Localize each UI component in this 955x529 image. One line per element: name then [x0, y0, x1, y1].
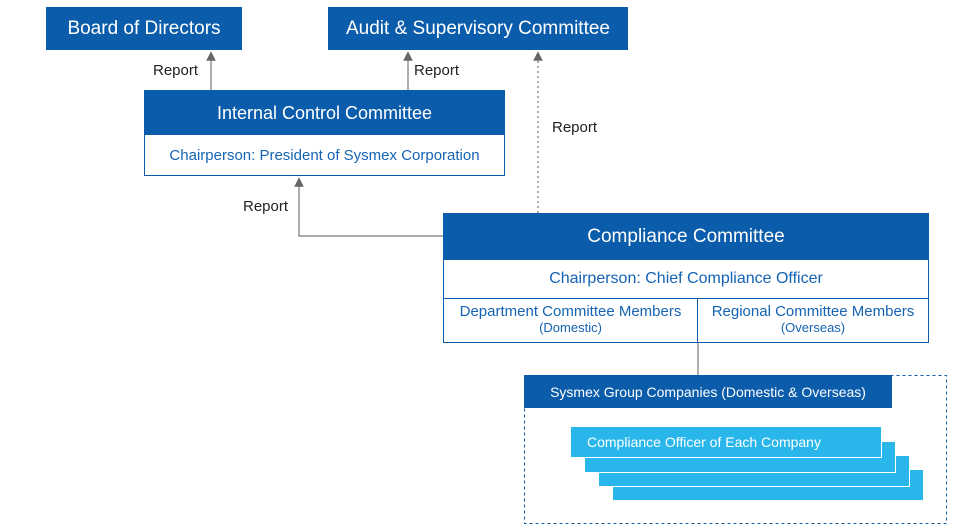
report-label-internal: Report: [243, 198, 289, 215]
compliance-committee-title: Compliance Committee: [587, 226, 785, 247]
board-of-directors-box: Board of Directors: [46, 7, 242, 50]
compliance-committee-box: Compliance Committee Chairperson: Chief …: [443, 213, 929, 343]
group-companies-box: Sysmex Group Companies (Domestic & Overs…: [524, 375, 892, 408]
regional-members-sub: (Overseas): [780, 320, 846, 335]
compliance-members-row: Department Committee Members (Domestic) …: [444, 299, 928, 343]
audit-committee-box: Audit & Supervisory Committee: [328, 7, 628, 50]
group-companies-label: Sysmex Group Companies (Domestic & Overs…: [550, 383, 866, 400]
compliance-chair-text: Chairperson: Chief Compliance Officer: [549, 270, 823, 287]
report-label-board: Report: [153, 62, 199, 79]
audit-committee-label: Audit & Supervisory Committee: [346, 17, 610, 39]
arrow-compliance-to-internal: [294, 177, 443, 237]
report-label-audit: Report: [414, 62, 460, 79]
officer-label: Compliance Officer of Each Company: [587, 434, 821, 450]
department-members-cell: Department Committee Members (Domestic): [444, 299, 698, 343]
regional-members-cell: Regional Committee Members (Overseas): [698, 299, 928, 343]
regional-members-label: Regional Committee Members: [711, 303, 915, 320]
report-label-audit-dotted: Report: [552, 119, 598, 136]
internal-control-chair-text: Chairperson: President of Sysmex Corpora…: [169, 146, 480, 164]
compliance-chair: Chairperson: Chief Compliance Officer: [444, 260, 928, 299]
department-members-label: Department Committee Members: [459, 303, 682, 320]
internal-control-chair: Chairperson: President of Sysmex Corpora…: [145, 135, 504, 175]
officer-box: Compliance Officer of Each Company: [570, 426, 882, 458]
internal-control-committee-box: Internal Control Committee Chairperson: …: [144, 90, 505, 176]
board-of-directors-label: Board of Directors: [67, 17, 221, 39]
internal-control-committee-title: Internal Control Committee: [216, 102, 433, 123]
compliance-committee-header: Compliance Committee: [444, 214, 928, 260]
internal-control-committee-header: Internal Control Committee: [145, 91, 504, 135]
department-members-sub: (Domestic): [539, 320, 602, 335]
